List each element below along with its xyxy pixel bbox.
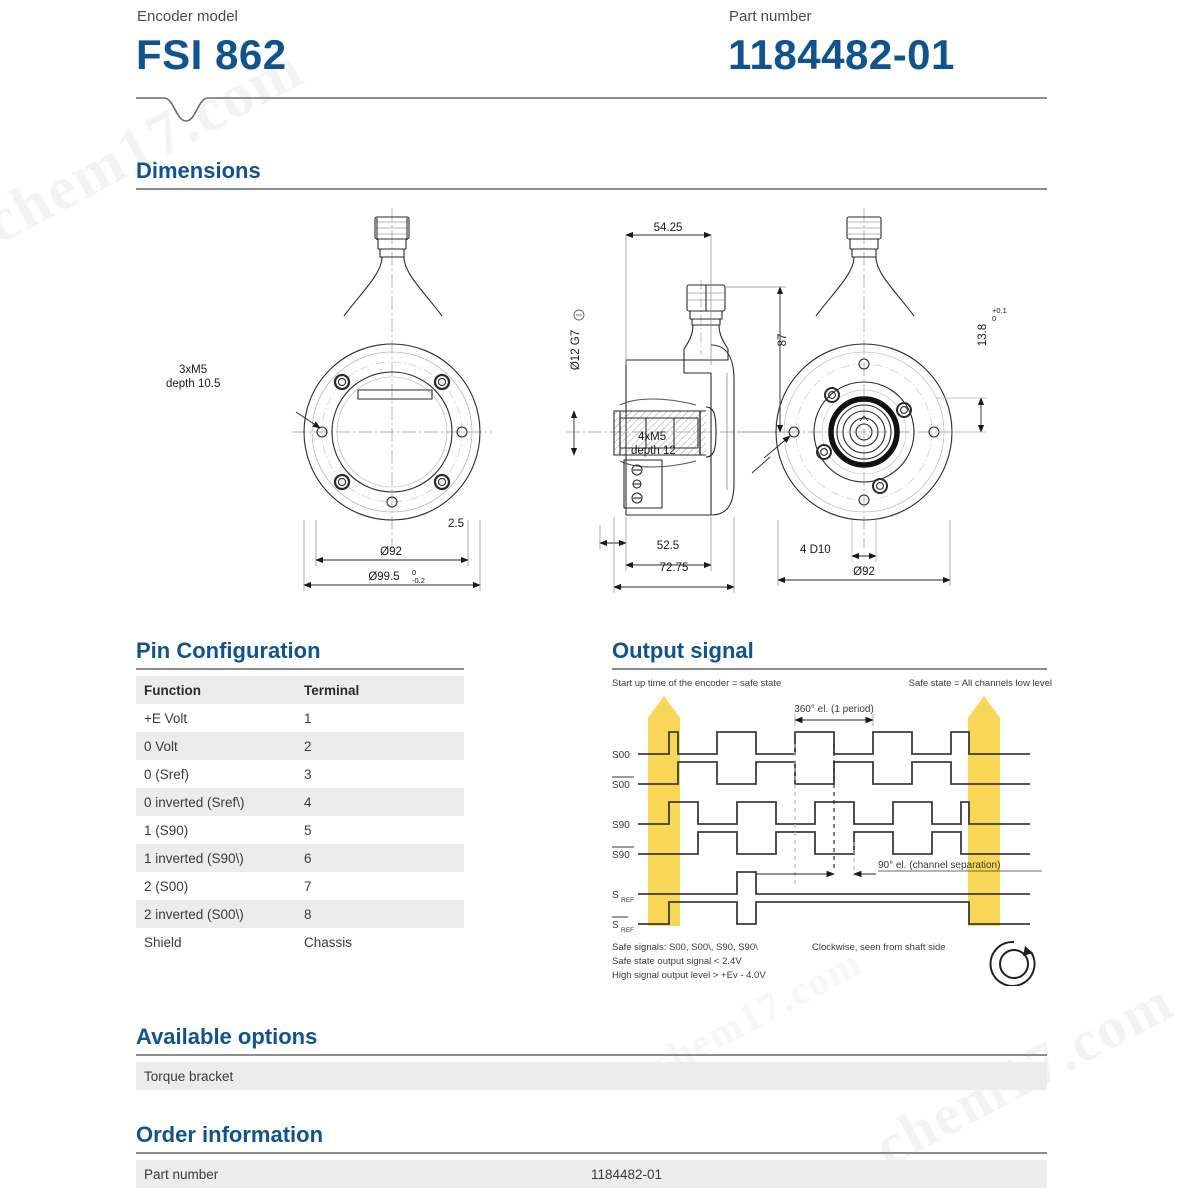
cell-function: 0 inverted (Sref\) <box>144 794 245 810</box>
dim-label-outer-92: Ø92 <box>380 546 402 558</box>
cell-terminal: 3 <box>304 766 312 782</box>
cell-function: 1 (S90) <box>144 822 189 838</box>
dim-label-flange-995: Ø99.5 <box>368 571 399 583</box>
channel-label-s00: S00 <box>612 750 630 761</box>
table-row: 2 inverted (S00\) 8 <box>136 900 464 928</box>
dimensions-drawing: 3xM5 depth 10.5 Ø92 Ø99.5 0 -0.2 54.25 8… <box>136 205 1047 605</box>
channel-sub-sref: REF <box>621 897 634 904</box>
section-rule-pin-configuration <box>136 668 464 670</box>
annotation-separation: 90° el. (channel separation) <box>756 860 1042 878</box>
dim-tol-lower: -0.2 <box>412 576 425 585</box>
section-title-output-signal: Output signal <box>612 638 754 663</box>
table-header-row: Function Terminal <box>136 676 464 704</box>
cell-terminal: 5 <box>304 822 312 838</box>
available-options-table: Torque bracket <box>136 1062 1047 1090</box>
channel-label-s90: S90 <box>612 820 630 831</box>
dim-label-7275: 72.75 <box>660 562 689 574</box>
dim-label-3xm5-line1: 3xM5 <box>179 364 207 376</box>
cell-function: 2 inverted (S00\) <box>144 906 244 922</box>
dim-label-25: 2.5 <box>448 518 464 530</box>
dim-label-bore-12g7: Ø12 G7 <box>570 330 582 370</box>
footnote-safe-output: Safe state output signal < 2.4V <box>612 956 742 967</box>
cell-function: 2 (S00) <box>144 878 189 894</box>
cell-terminal: 7 <box>304 878 312 894</box>
cell-function: 1 inverted (S90\) <box>144 850 244 866</box>
waveform-sref <box>638 871 1030 895</box>
dim-label-5425: 54.25 <box>654 222 683 234</box>
cell-function: Shield <box>144 934 182 950</box>
safe-state-band <box>648 696 1000 926</box>
dim-label-3xm5-line2: depth 10.5 <box>166 378 220 390</box>
cell-function: 0 (Sref) <box>144 766 190 782</box>
waveform-s00-inv <box>638 761 1030 785</box>
note-startup: Start up time of the encoder = safe stat… <box>612 678 781 689</box>
channel-label-sref-inv: S <box>612 920 619 931</box>
encoder-model-label: Encoder model <box>137 8 238 25</box>
section-title-dimensions: Dimensions <box>136 158 261 183</box>
cell-terminal: 1 <box>304 710 312 726</box>
annotation-period-label: 360° el. (1 period) <box>794 704 874 715</box>
table-row: +E Volt 1 <box>136 704 464 732</box>
page-header: Encoder model FSI 862 Part number 118448… <box>0 0 1182 122</box>
dim-label-138: 13.8 <box>977 324 989 346</box>
clockwise-rotation-icon <box>989 940 1036 986</box>
cell-terminal: Chassis <box>304 934 353 950</box>
dim-label-4d10: 4 D10 <box>800 544 831 556</box>
dim-key-tol-lower: 0 <box>992 314 996 323</box>
section-rule-order-information <box>136 1152 1047 1154</box>
cell-terminal: 6 <box>304 850 312 866</box>
dim-label-right-92: Ø92 <box>853 566 875 578</box>
section-rule-output-signal <box>612 668 1047 670</box>
cell-terminal: 8 <box>304 906 312 922</box>
column-header-function: Function <box>144 682 201 698</box>
rotation-note: Clockwise, seen from shaft side <box>812 942 946 953</box>
dim-key-tol-upper: +0.1 <box>992 306 1007 315</box>
footnote-high-output: High signal output level > +Ev - 4.0V <box>612 970 766 981</box>
section-title-available-options: Available options <box>136 1024 318 1049</box>
table-row: 1 inverted (S90\) 6 <box>136 844 464 872</box>
cell-order-value: 1184482-01 <box>591 1166 663 1182</box>
channel-label-sref: S <box>612 890 619 901</box>
cell-function: 0 Volt <box>144 738 178 754</box>
pin-configuration-table: Function Terminal +E Volt 1 0 Volt 2 0 (… <box>136 676 464 956</box>
section-title-pin-configuration: Pin Configuration <box>136 638 321 663</box>
annotation-separation-label: 90° el. (channel separation) <box>878 860 1000 871</box>
dim-label-525: 52.5 <box>657 540 679 552</box>
cell-option-name: Torque bracket <box>144 1068 234 1084</box>
dim-tol-upper: 0 <box>412 568 416 577</box>
waveform-sref-inv <box>638 901 1030 925</box>
note-safe-state: Safe state = All channels low level <box>909 678 1052 689</box>
section-rule-available-options <box>136 1054 1047 1056</box>
table-row: 0 (Sref) 3 <box>136 760 464 788</box>
table-row: 0 inverted (Sref\) 4 <box>136 788 464 816</box>
column-header-terminal: Terminal <box>304 682 360 698</box>
table-row: 0 Volt 2 <box>136 732 464 760</box>
section-title-order-information: Order information <box>136 1122 324 1147</box>
table-row: Torque bracket <box>136 1062 1047 1090</box>
channel-label-s00-inv: S00 <box>612 780 630 791</box>
channel-label-s90-inv: S90 <box>612 850 630 861</box>
channel-sub-sref-inv: REF <box>621 927 634 934</box>
dim-label-4xm5-line2: depth 12 <box>631 445 676 457</box>
waveform-s90-inv <box>638 831 1030 855</box>
table-row: 2 (S00) 7 <box>136 872 464 900</box>
table-row: 1 (S90) 5 <box>136 816 464 844</box>
cell-terminal: 2 <box>304 738 312 754</box>
dim-label-87: 87 <box>777 334 789 347</box>
encoder-model-value: FSI 862 <box>136 31 287 78</box>
part-number-value: 1184482-01 <box>728 31 955 78</box>
table-row: Shield Chassis <box>136 928 464 956</box>
footnote-safe-signals: Safe signals: S00, S00\, S90, S90\ <box>612 942 758 953</box>
part-number-label: Part number <box>729 8 812 25</box>
cell-order-label: Part number <box>144 1166 219 1182</box>
annotation-period: 360° el. (1 period) <box>793 704 875 726</box>
cell-terminal: 4 <box>304 794 312 810</box>
cell-function: +E Volt <box>144 710 188 726</box>
waveform-s00 <box>638 731 1030 755</box>
section-rule-dimensions <box>136 188 1047 190</box>
order-information-table: Part number 1184482-01 <box>136 1160 1047 1188</box>
table-row: Part number 1184482-01 <box>136 1160 1047 1188</box>
output-signal-diagram: Start up time of the encoder = safe stat… <box>612 676 1052 986</box>
dim-label-4xm5-line1: 4xM5 <box>638 431 666 443</box>
